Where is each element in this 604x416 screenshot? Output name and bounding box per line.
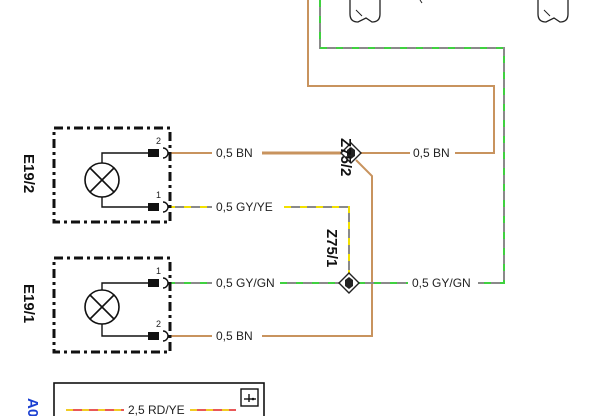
e19-1-internal-wire-bottom — [101, 324, 150, 337]
component-a0-outline — [53, 382, 265, 416]
component-e19-1[interactable]: 1 2 — [52, 256, 172, 354]
e19-2-pin2-number: 2 — [156, 136, 161, 146]
e19-2-internal-wire-bottom — [101, 197, 150, 208]
connector-z75-2[interactable] — [340, 142, 362, 164]
component-e19-2-outline — [52, 126, 172, 224]
component-e19-1-outline — [52, 256, 172, 354]
wire-label-a0-supply: 2,5 RD/YE — [128, 403, 185, 416]
connector-z75-1-core — [345, 277, 353, 289]
e19-2-pin2-socket — [162, 147, 169, 159]
e19-1-pin1-terminal — [148, 279, 159, 287]
top-connector-right — [537, 0, 569, 23]
e19-1-pin2-socket — [162, 330, 169, 342]
component-e19-1-label: E19/1 — [20, 284, 37, 323]
e19-1-pin2-terminal — [148, 332, 159, 340]
wire-label-z75-2-out: 0,5 BN — [413, 146, 450, 160]
connector-z75-2-label: Z75/2 — [337, 138, 354, 176]
wire-brown-z75-2-down — [168, 159, 373, 337]
e19-2-pin1-terminal — [148, 203, 159, 211]
e19-1-pin1-socket — [162, 277, 169, 289]
e19-2-pin1-socket — [162, 201, 169, 213]
wire-label-e19-1-pin2: 0,5 BN — [216, 329, 253, 343]
e19-1-pin2-number: 2 — [156, 319, 161, 329]
e19-2-internal-wire-top — [101, 152, 150, 163]
e19-1-internal-wire-top — [101, 282, 150, 290]
wire-brown-top-loop — [307, 0, 495, 154]
wire-label-z75-1-out: 0,5 GY/GN — [412, 276, 471, 290]
wire-label-e19-2-pin2: 0,5 BN — [216, 146, 253, 160]
ground-symbol-icon — [240, 388, 259, 407]
connector-z75-1-label: Z75/1 — [323, 229, 340, 267]
e19-2-pin1-number: 1 — [156, 190, 161, 200]
component-e19-2[interactable]: 2 1 — [52, 126, 172, 224]
connector-z75-1[interactable] — [338, 272, 360, 294]
top-tick — [419, 0, 423, 4]
component-a0-label: A0 — [24, 398, 41, 416]
wire-label-e19-1-pin1: 0,5 GY/GN — [216, 276, 275, 290]
connector-z75-2-core — [347, 147, 355, 159]
component-a0[interactable]: 2,5 RD/YE — [53, 382, 265, 416]
component-e19-2-label: E19/2 — [20, 154, 37, 193]
lamp-icon — [84, 289, 120, 325]
top-connector-left — [349, 0, 381, 23]
e19-2-pin2-terminal — [148, 149, 159, 157]
wire-e19-2-pin1 — [168, 206, 350, 278]
e19-1-pin1-number: 1 — [156, 266, 161, 276]
wire-label-e19-2-pin1: 0,5 GY/YE — [216, 200, 273, 214]
wire-green-top-loop — [319, 0, 505, 284]
lamp-icon — [84, 162, 120, 198]
